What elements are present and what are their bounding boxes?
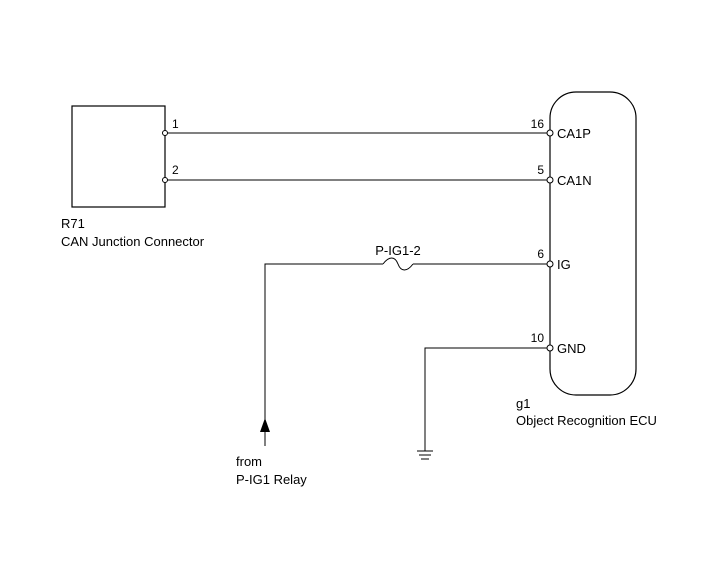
ecu-pin-16-label: 16 — [531, 117, 545, 131]
wire-gnd — [424, 347, 550, 451]
ecu-terminal-5 — [546, 176, 554, 184]
source-relay: P-IG1 Relay — [236, 472, 307, 487]
source-from: from — [236, 454, 262, 469]
r71-name: CAN Junction Connector — [61, 234, 205, 249]
ecu-pin-6-label: 6 — [537, 247, 544, 261]
ecu-signal-ca1n: CA1N — [557, 173, 592, 188]
ground-icon — [417, 450, 433, 460]
ecu-name: Object Recognition ECU — [516, 413, 657, 428]
ecu-pin-10-label: 10 — [531, 331, 545, 345]
ecu-pin-5-label: 5 — [537, 163, 544, 177]
ecu-terminal-16 — [546, 129, 554, 137]
r71-pin-2-label: 2 — [172, 163, 179, 177]
r71-code: R71 — [61, 216, 85, 231]
ecu-terminal-6 — [546, 260, 554, 268]
r71-pin-1-label: 1 — [172, 117, 179, 131]
ecu-signal-ig: IG — [557, 257, 571, 272]
ecu-box — [549, 91, 637, 396]
wire-ig — [264, 263, 383, 420]
ecu-signal-gnd: GND — [557, 341, 586, 356]
ecu-code: g1 — [516, 396, 530, 411]
ecu-signal-ca1p: CA1P — [557, 126, 591, 141]
r71-connector-box — [71, 105, 166, 208]
fuse-label: P-IG1-2 — [375, 243, 421, 258]
r71-terminal-2 — [162, 177, 168, 183]
arrow-up-icon — [260, 418, 270, 446]
ecu-terminal-10 — [546, 344, 554, 352]
r71-terminal-1 — [162, 130, 168, 136]
fuse-icon — [382, 257, 414, 271]
